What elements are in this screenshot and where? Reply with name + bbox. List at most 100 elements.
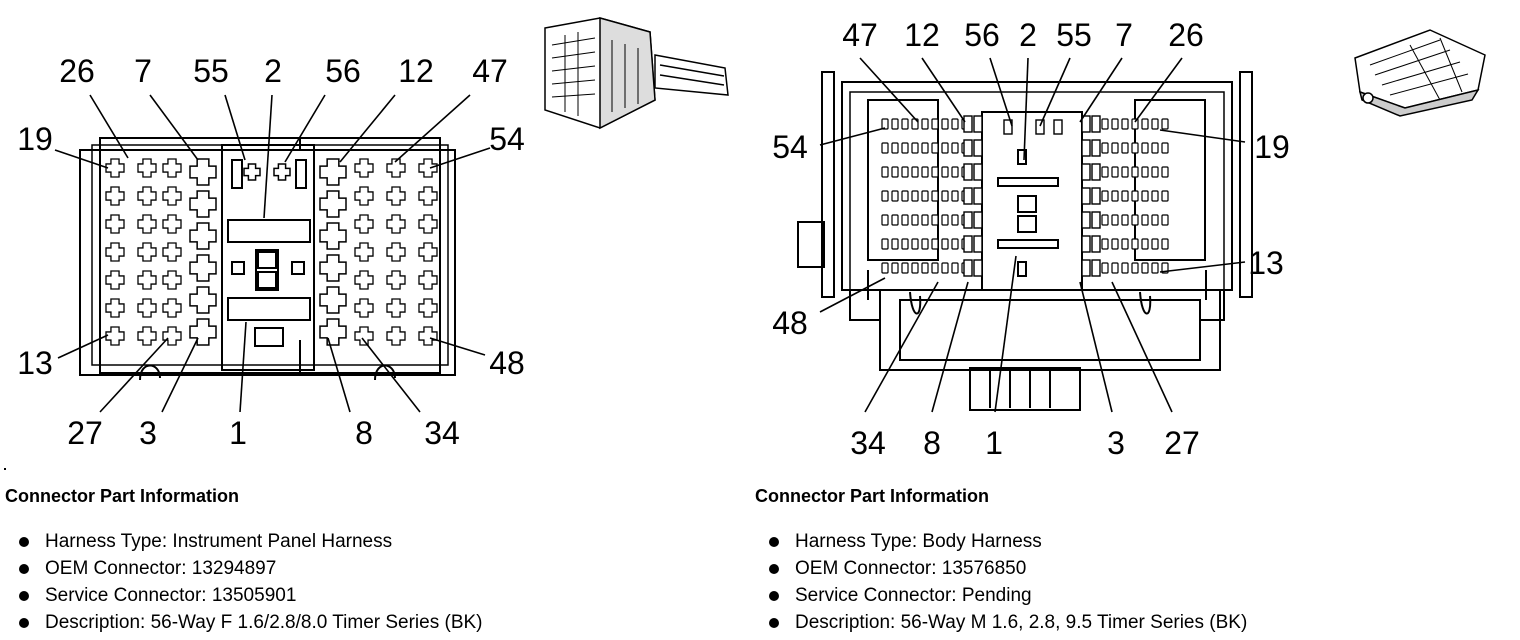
- pin-label: 1: [985, 425, 1003, 461]
- pin-cavity: [273, 163, 291, 181]
- pin-cavity: [418, 270, 438, 290]
- info-title: Connector Part Information: [755, 486, 990, 506]
- pin-cavity: [1111, 214, 1119, 226]
- pin-cavity-large: [1081, 235, 1091, 253]
- pin-label: 47: [842, 17, 878, 53]
- pin-cavity-large: [319, 286, 347, 314]
- pin-label: 8: [355, 415, 373, 451]
- pin-cavity: [1141, 166, 1149, 178]
- pin-cavity: [105, 326, 125, 346]
- pin-cavity-large: [319, 158, 347, 186]
- pin-cavity-large: [1081, 187, 1091, 205]
- pin-cavity: [951, 262, 959, 274]
- pin-label: 34: [850, 425, 886, 461]
- pin-cavity: [1161, 190, 1169, 202]
- pin-label: 13: [17, 345, 53, 381]
- info-item: Description: 56-Way F 1.6/2.8/8.0 Timer …: [5, 609, 483, 636]
- pin-label: 2: [264, 53, 282, 89]
- pin-cavity: [891, 214, 899, 226]
- pin-cavity: [891, 166, 899, 178]
- info-item: OEM Connector: 13294897: [5, 555, 483, 582]
- pin-cavity-large: [1081, 163, 1091, 181]
- pin-cavity-large: [189, 286, 217, 314]
- pin-cavity: [386, 270, 406, 290]
- pin-cavity-large: [1081, 115, 1091, 133]
- pin-cavity: [911, 238, 919, 250]
- right-large-pin-columns: [963, 115, 1101, 277]
- pin-cavity: [1111, 166, 1119, 178]
- pin-cavity-large: [973, 235, 983, 253]
- pin-cavity: [162, 326, 182, 346]
- bullet-icon: [19, 591, 29, 601]
- pin-cavity: [418, 214, 438, 234]
- left-pin-labels: 26 7 55 2 56 12 47 19 54 13 48 27 3 1 8 …: [17, 53, 525, 451]
- info-item: Harness Type: Body Harness: [755, 528, 1247, 555]
- pin-cavity-large: [973, 163, 983, 181]
- pin-cavity: [1161, 214, 1169, 226]
- pin-cavity: [137, 186, 157, 206]
- pin-cavity: [901, 190, 909, 202]
- pin-cavity-large: [1091, 235, 1101, 253]
- bullet-icon: [769, 618, 779, 628]
- right-connector-diagram: 47 12 56 2 55 7 26 54 19 13 48 34 8 1 3 …: [772, 17, 1486, 461]
- pin-cavity-large: [963, 139, 973, 157]
- pin-label: 54: [772, 129, 808, 165]
- pin-cavity: [1131, 214, 1139, 226]
- pin-cavity: [418, 158, 438, 178]
- info-item: OEM Connector: 13576850: [755, 555, 1247, 582]
- pin-cavity: [386, 214, 406, 234]
- pin-cavity: [921, 262, 929, 274]
- pin-cavity: [901, 142, 909, 154]
- pin-cavity: [931, 262, 939, 274]
- pin-label: 12: [398, 53, 434, 89]
- pin-cavity-large: [963, 187, 973, 205]
- pin-cavity: [941, 166, 949, 178]
- pin-cavity: [1161, 238, 1169, 250]
- pin-cavity: [911, 214, 919, 226]
- pin-cavity: [931, 142, 939, 154]
- pin-cavity: [921, 166, 929, 178]
- left-large-pin-columns: [189, 158, 347, 346]
- pin-cavity: [386, 186, 406, 206]
- pin-cavity: [901, 166, 909, 178]
- left-connector-diagram: 26 7 55 2 56 12 47 19 54 13 48 27 3 1 8 …: [17, 17, 729, 451]
- pin-cavity-large: [189, 318, 217, 346]
- info-item: Harness Type: Instrument Panel Harness: [5, 528, 483, 555]
- pin-label: 7: [134, 53, 152, 89]
- pin-label: 13: [1248, 245, 1284, 281]
- pin-cavity: [881, 142, 889, 154]
- corner-mark: [4, 468, 6, 470]
- pin-cavity: [931, 166, 939, 178]
- pin-cavity: [1003, 119, 1013, 135]
- pin-cavity-large: [189, 254, 217, 282]
- right-pin-labels: 47 12 56 2 55 7 26 54 19 13 48 34 8 1 3 …: [772, 17, 1290, 461]
- pin-cavity: [1121, 262, 1129, 274]
- pin-cavity: [951, 238, 959, 250]
- pin-cavity: [1101, 214, 1109, 226]
- pin-label: 34: [424, 415, 460, 451]
- pin-label: 27: [67, 415, 103, 451]
- pin-cavity: [931, 118, 939, 130]
- pin-cavity: [1151, 214, 1159, 226]
- pin-cavity: [1131, 142, 1139, 154]
- pin-cavity: [881, 214, 889, 226]
- info-list: Harness Type: Body Harness OEM Connector…: [755, 528, 1247, 636]
- pin-cavity: [1101, 142, 1109, 154]
- pin-cavity: [1121, 190, 1129, 202]
- pin-cavity-large: [963, 163, 973, 181]
- pin-cavity: [137, 270, 157, 290]
- pin-label: 48: [489, 345, 525, 381]
- pin-label: 3: [139, 415, 157, 451]
- pin-label: 2: [1019, 17, 1037, 53]
- pin-cavity-large: [973, 115, 983, 133]
- left-leader-lines: [54, 94, 491, 413]
- pin-cavity: [881, 118, 889, 130]
- pin-cavity: [911, 142, 919, 154]
- pin-cavity: [951, 214, 959, 226]
- pin-cavity: [162, 186, 182, 206]
- pin-cavity-large: [189, 158, 217, 186]
- pin-cavity-large: [319, 254, 347, 282]
- pin-cavity-large: [973, 259, 983, 277]
- pin-cavity: [1121, 166, 1129, 178]
- pin-label: 54: [489, 121, 525, 157]
